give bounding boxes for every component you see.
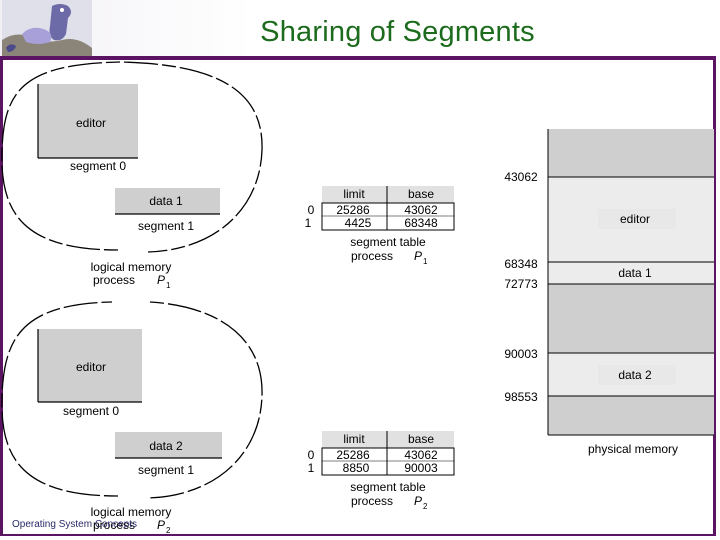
p2-table-caption-line2: process — [351, 494, 393, 508]
p1-table-caption-sub: 1 — [423, 257, 428, 266]
slide-header: Sharing of Segments — [0, 0, 720, 56]
p1-table-header-base: base — [408, 187, 434, 201]
address-43062: 43062 — [504, 170, 538, 184]
p2-logical-caption-var: P — [157, 518, 165, 532]
p2-row0-limit: 25286 — [336, 448, 370, 462]
p2-table-header-limit: limit — [343, 432, 365, 446]
p1-row1-limit: 4425 — [345, 216, 372, 230]
p1-table-body — [321, 202, 455, 231]
p1-row0-base: 43062 — [404, 203, 438, 217]
p1-segment1-label: segment 1 — [138, 219, 194, 233]
p2-table-body — [321, 447, 455, 476]
p2-editor-block — [38, 329, 142, 402]
p2-logical-caption-line1: logical memory — [91, 505, 172, 519]
address-72773: 72773 — [504, 277, 538, 291]
p2-data-label: data 2 — [149, 439, 183, 453]
p2-logical-memory-outline — [1, 301, 263, 499]
physical-memory-caption: physical memory — [588, 442, 678, 456]
physical-data1-label: data 1 — [618, 266, 652, 280]
p2-table-caption-line1: segment table — [350, 480, 426, 494]
header-band — [0, 0, 720, 56]
p2-row0-base: 43062 — [404, 448, 438, 462]
p2-table-header-base: base — [408, 432, 434, 446]
physical-memory-free-middle — [548, 284, 714, 353]
p2-data-block — [115, 432, 222, 458]
physical-memory-free-top — [548, 129, 714, 177]
p2-table-caption-var: P — [414, 494, 422, 508]
p2-row0-index: 0 — [308, 448, 315, 462]
p1-table-header-bg — [322, 186, 454, 203]
p2-row1-limit: 8850 — [343, 461, 370, 475]
p1-table-caption-var: P — [414, 249, 422, 263]
p1-segment0-label: segment 0 — [70, 159, 126, 173]
p1-table-caption-line1: segment table — [350, 235, 426, 249]
p2-segment1-label: segment 1 — [138, 463, 194, 477]
p1-data-block — [115, 188, 220, 214]
p2-logical-caption-sub: 2 — [166, 526, 171, 535]
address-98553: 98553 — [504, 390, 538, 404]
p1-table-caption-line2: process — [351, 249, 393, 263]
p2-table-header-bg — [322, 431, 454, 448]
physical-data1-segment — [548, 262, 714, 284]
p1-row0-index: 0 — [308, 203, 315, 217]
address-68348: 68348 — [504, 257, 538, 271]
p1-logical-caption-var: P — [157, 273, 165, 287]
slide-footer: Operating System Concepts — [12, 519, 138, 530]
p1-editor-block — [38, 84, 138, 158]
p2-row1-index: 1 — [308, 461, 315, 475]
p1-editor-label: editor — [76, 116, 106, 130]
physical-memory-free-bottom — [548, 396, 714, 435]
p2-segment0-label: segment 0 — [63, 404, 119, 418]
p2-row1-base: 90003 — [404, 461, 438, 475]
p2-table-caption-sub: 2 — [423, 502, 428, 511]
dinosaur-logo-icon — [2, 0, 92, 56]
p1-row1-base: 68348 — [404, 216, 438, 230]
p1-logical-caption-sub: 1 — [166, 281, 171, 290]
p1-logical-caption-line2: process — [93, 273, 135, 287]
address-90003: 90003 — [504, 347, 538, 361]
p2-logical-caption-line2: process — [93, 518, 135, 532]
p2-editor-label: editor — [76, 360, 106, 374]
p1-row0-limit: 25286 — [336, 203, 370, 217]
physical-editor-label: editor — [620, 212, 650, 226]
physical-data2-label: data 2 — [618, 368, 652, 382]
p1-logical-caption-line1: logical memory — [91, 260, 172, 274]
p1-row1-index: 1 — [305, 216, 312, 230]
p1-table-header-limit: limit — [343, 187, 365, 201]
slide-title: Sharing of Segments — [260, 16, 535, 48]
content-frame — [0, 56, 716, 536]
p1-data-label: data 1 — [149, 194, 183, 208]
p1-logical-memory-outline — [1, 61, 263, 253]
